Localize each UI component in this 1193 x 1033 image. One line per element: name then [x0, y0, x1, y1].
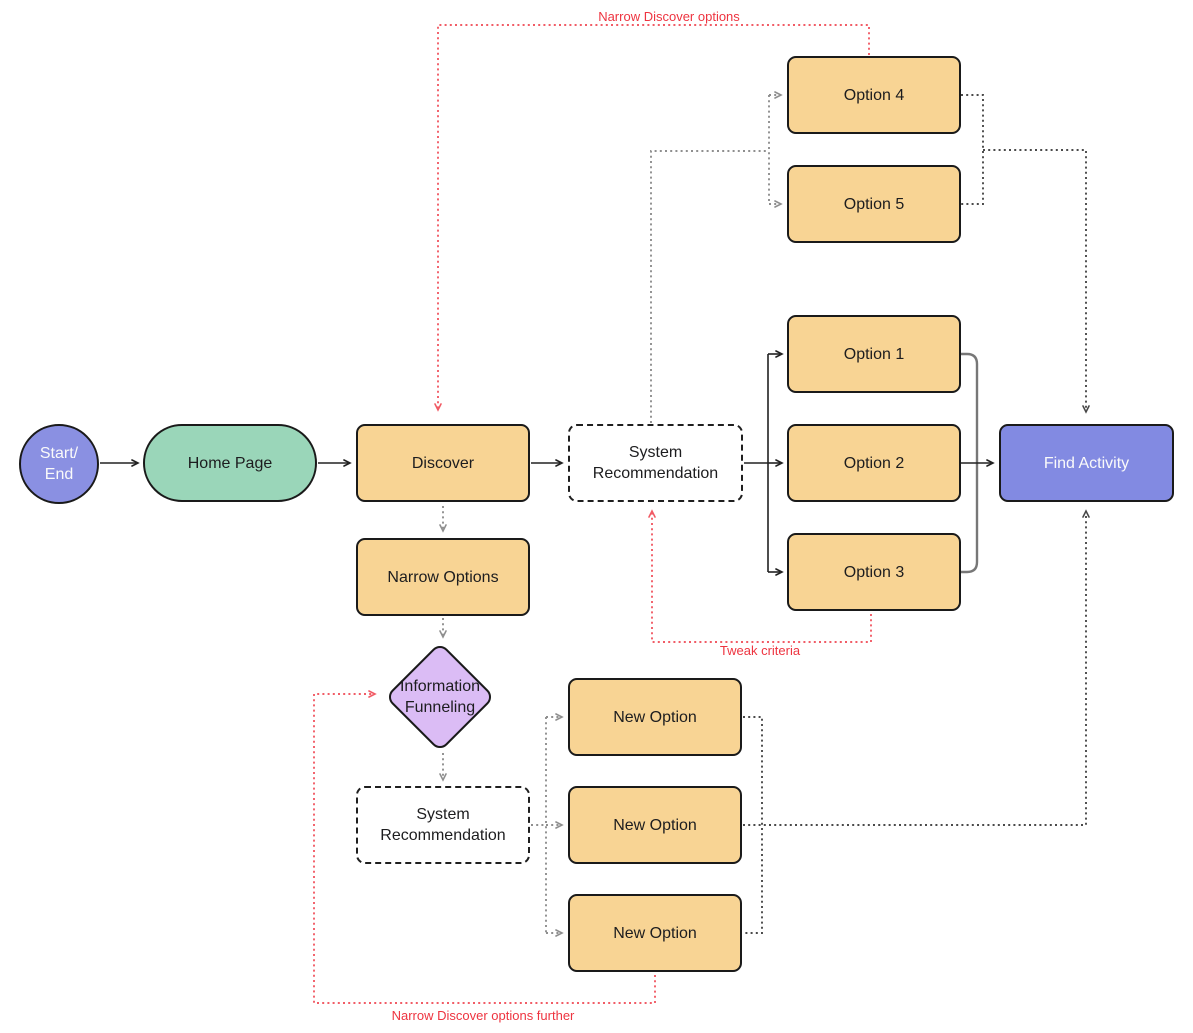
- node-option-4-label: Option 4: [843, 86, 905, 104]
- node-option-4[interactable]: Option 4: [787, 56, 961, 134]
- node-system-recommendation-bottom-line2: Recommendation: [380, 827, 506, 844]
- edge-options45-to-find-activity: [983, 149, 1090, 414]
- node-option-5[interactable]: Option 5: [787, 165, 961, 243]
- node-system-recommendation-top-line1: System: [628, 444, 683, 461]
- node-option-1-label: Option 1: [843, 345, 905, 363]
- edge-options45-merge-bracket: [961, 94, 984, 205]
- node-new-option-middle[interactable]: New Option: [568, 786, 742, 864]
- edge-sysrec-to-options45-riser: [650, 150, 769, 423]
- node-home-page[interactable]: Home Page: [143, 424, 317, 502]
- edge-newoptions-merge-bracket: [743, 716, 763, 934]
- node-discover[interactable]: Discover: [356, 424, 530, 502]
- node-option-3-label: Option 3: [843, 563, 905, 581]
- node-system-recommendation-top[interactable]: System Recommendation: [568, 424, 743, 502]
- edge-newoptions-to-find-activity: [743, 509, 1090, 826]
- node-system-recommendation-top-line2: Recommendation: [592, 465, 719, 482]
- node-start-end[interactable]: Start/ End: [19, 424, 99, 504]
- node-information-funneling-line1: Information: [399, 678, 481, 695]
- node-system-recommendation-bottom[interactable]: System Recommendation: [356, 786, 530, 864]
- edge-label-tweak-criteria: Tweak criteria: [719, 643, 801, 658]
- node-home-page-label: Home Page: [187, 454, 273, 472]
- edge-label-narrow-discover-options-further: Narrow Discover options further: [391, 1008, 575, 1023]
- node-start-end-label-line2: End: [44, 466, 74, 483]
- node-discover-label: Discover: [411, 454, 475, 472]
- node-option-5-label: Option 5: [843, 195, 905, 213]
- node-find-activity-label: Find Activity: [1043, 454, 1130, 472]
- edge-feedback-narrow-discover-options: [434, 24, 870, 412]
- node-new-option-top-label: New Option: [613, 708, 697, 726]
- node-narrow-options[interactable]: Narrow Options: [356, 538, 530, 616]
- node-start-end-label-line1: Start/: [39, 445, 79, 462]
- node-new-option-middle-label: New Option: [613, 816, 697, 834]
- node-option-1[interactable]: Option 1: [787, 315, 961, 393]
- edge-feedback-narrow-discover-further: [313, 690, 656, 1004]
- node-option-3[interactable]: Option 3: [787, 533, 961, 611]
- node-information-funneling-line2: Funneling: [404, 699, 476, 716]
- node-information-funneling[interactable]: Information Funneling: [384, 641, 496, 753]
- node-new-option-top[interactable]: New Option: [568, 678, 742, 756]
- edge-feedback-tweak-criteria: [648, 509, 872, 643]
- node-find-activity[interactable]: Find Activity: [999, 424, 1174, 502]
- node-system-recommendation-bottom-line1: System: [416, 806, 470, 823]
- node-option-2[interactable]: Option 2: [787, 424, 961, 502]
- node-option-2-label: Option 2: [843, 454, 905, 472]
- node-narrow-options-label: Narrow Options: [387, 568, 499, 586]
- node-new-option-bottom-label: New Option: [613, 924, 697, 942]
- edge-label-narrow-discover-options: Narrow Discover options: [598, 9, 740, 24]
- node-new-option-bottom[interactable]: New Option: [568, 894, 742, 972]
